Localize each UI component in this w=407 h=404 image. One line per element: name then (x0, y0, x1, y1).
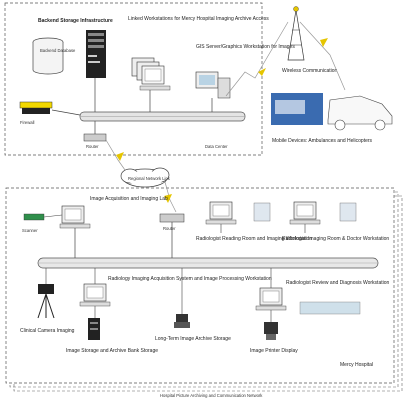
firewall-icon (19, 101, 53, 114)
viewing-image-strip (299, 301, 361, 315)
storage-unit-icon (88, 318, 100, 340)
network-cloud-icon (120, 167, 170, 188)
storage-label: Image Storage and Archive Bank Storage (66, 348, 158, 354)
cloud-link-upper (105, 139, 126, 171)
workstation-stack-icon (131, 57, 171, 91)
gis-server-label: GIS Server/Graphics Workstation for Imag… (196, 44, 295, 50)
ambulance-icon (327, 95, 393, 131)
antenna-tower-icon (287, 6, 305, 61)
reader-a-label: Radiologist Reading Room and Imaging Wor… (196, 236, 312, 242)
lightning-bolt-icon-3 (116, 152, 124, 161)
camera-tripod-icon (37, 284, 55, 319)
scanner-icon (23, 213, 45, 221)
scanner-label: Scanner (22, 228, 38, 233)
acquisition-label: Radiology Imaging Acquisition System and… (108, 276, 272, 282)
network-cloud-label: Regional Network Link (128, 176, 171, 181)
workstation-main-label: Image Acquisition and Imaging Lab (90, 196, 168, 202)
server-tower-icon (86, 30, 106, 78)
viewing-label: Radiologist Review and Diagnosis Worksta… (286, 280, 390, 286)
printer-icon (264, 322, 278, 340)
reader-b-workstation-icon (289, 201, 357, 225)
scanner-link (43, 214, 63, 218)
wireless-link-vehicles (299, 21, 346, 91)
workstations-label: Linked Workstations for Mercy Hospital I… (128, 16, 269, 22)
lower-zone-boundary-back-2 (13, 195, 403, 392)
reader-a-workstation-icon (205, 201, 271, 225)
archive-icon (174, 314, 190, 328)
firewall-link (51, 109, 81, 116)
upper-zone-boundary (4, 2, 263, 156)
central-db-label: Backend Storage Infrastructure (38, 18, 113, 24)
ct-label: Clinical Camera Imaging (20, 328, 75, 334)
database-icon (32, 37, 64, 75)
acquisition-workstation-icon (79, 283, 111, 307)
printer-label: Image Printer Display (250, 348, 298, 354)
main-workstation-icon (59, 205, 91, 229)
upper-router-label: Router (86, 144, 99, 149)
upper-router-icon (83, 133, 107, 142)
archive-label: Long-Term Image Archive Storage (155, 336, 231, 342)
mobile-label: Mobile Devices: Ambulances and Helicopte… (272, 138, 373, 144)
gis-server-icon (195, 71, 231, 99)
hospital-label: Mercy Hospital (340, 362, 373, 368)
lower-router-label: Router (163, 226, 176, 231)
lightning-bolt-icon-2 (320, 38, 328, 47)
database-label: Backend Database (40, 48, 76, 53)
lightning-bolt-icon-4 (164, 194, 172, 203)
cloud-link-lower (164, 181, 177, 213)
reader-b-label: Radiologist Imaging Room & Doctor Workst… (282, 236, 389, 242)
viewing-workstation-icon (255, 287, 287, 311)
server-room-label: Data Center (205, 144, 228, 149)
lightning-bolt-icon (258, 68, 266, 76)
lower-router-icon (159, 213, 185, 223)
caption: Hospital Picture Archiving and Communica… (160, 393, 263, 398)
wireless-label: Wireless Communication (282, 68, 338, 74)
firewall-label: Firewall (20, 120, 34, 125)
lower-zone-boundary-back-1 (9, 191, 399, 388)
wireless-link-gis (225, 21, 289, 97)
